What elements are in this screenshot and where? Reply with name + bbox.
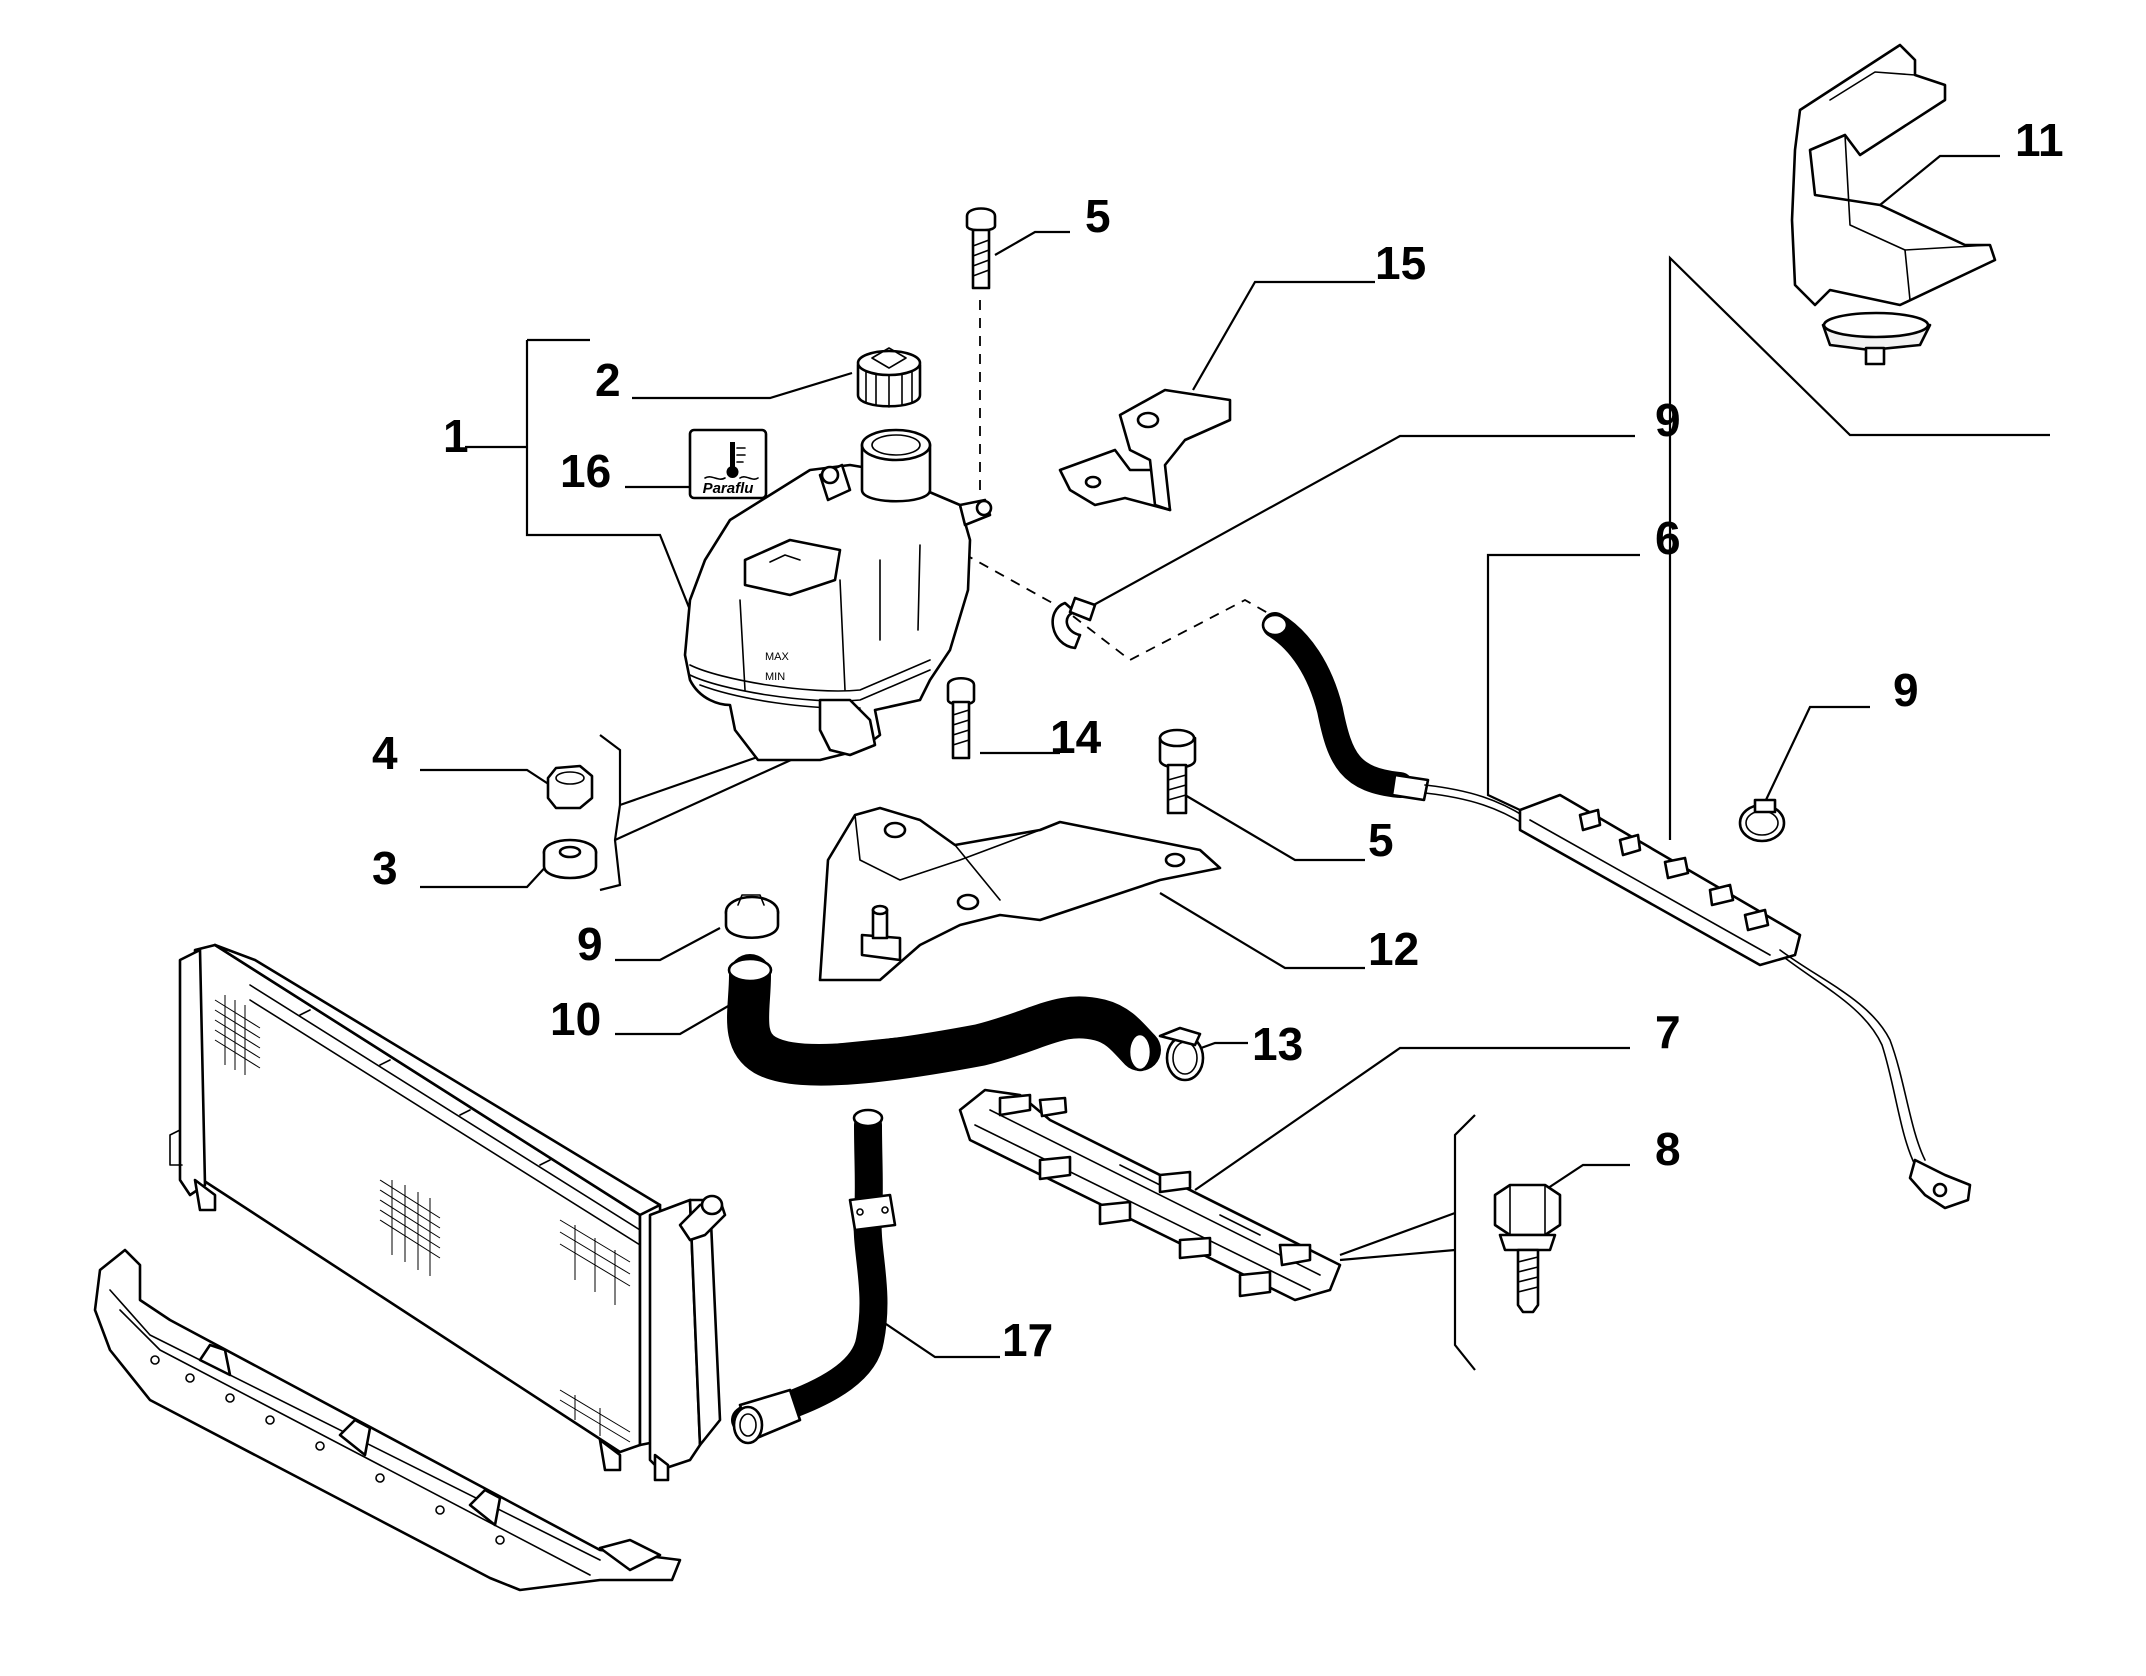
- part-9-clamp-c: [724, 894, 780, 940]
- part-4-nut: [546, 764, 594, 810]
- leader-lines: [420, 154, 2050, 1371]
- callout-13: 13: [1252, 1018, 1303, 1070]
- leader-11b: [1879, 154, 2000, 206]
- part-14-bolt: [946, 676, 976, 760]
- part-9-clamp-b: [1738, 798, 1786, 843]
- callout-10: 10: [550, 993, 601, 1045]
- leader-8-to-rail: [1339, 1211, 1456, 1262]
- leader-1: [465, 338, 692, 611]
- part-11-clip: [1790, 43, 1997, 366]
- leader-10: [615, 1004, 731, 1036]
- callout-9-right: 9: [1893, 664, 1919, 716]
- callout-9-top: 9: [1655, 394, 1681, 446]
- part-5-bolt-top: [965, 207, 997, 290]
- leader-7: [1194, 1046, 1630, 1191]
- part-3-washer: [542, 838, 598, 880]
- leader-9b: [1764, 705, 1870, 803]
- callout-12: 12: [1368, 923, 1419, 975]
- leader-9c: [615, 927, 721, 962]
- callout-4: 4: [372, 727, 398, 779]
- callout-17: 17: [1002, 1314, 1053, 1366]
- part-16-paraflu-badge: Paraflu: [688, 428, 768, 500]
- part-13-clamp: [1158, 1026, 1205, 1082]
- callout-11: 11: [2015, 114, 2064, 166]
- callout-1: 1: [443, 410, 469, 462]
- part-1-expansion-tank: MAX MIN: [683, 428, 993, 762]
- leader-4-3-bracket: [599, 734, 622, 892]
- leader-17: [879, 1319, 1000, 1359]
- part-10-hose: [727, 954, 1161, 1086]
- part-17-hose: [731, 1108, 897, 1445]
- leader-9a: [1089, 434, 1635, 608]
- callout-5-top: 5: [1085, 190, 1111, 242]
- radiator-core-hatch: [214, 995, 631, 1443]
- tank-min-mark: MIN: [765, 671, 785, 683]
- callout-2: 2: [595, 354, 621, 406]
- part-12-mount-bracket: [818, 806, 1222, 982]
- leader-5b: [1184, 794, 1365, 862]
- part-8-bolt: [1493, 1183, 1562, 1314]
- callout-6: 6: [1655, 512, 1681, 564]
- leader-5a: [994, 230, 1070, 256]
- part-9-clamp-a: [1051, 596, 1097, 650]
- callout-8: 8: [1655, 1123, 1681, 1175]
- part-6-hose-and-sensor: [1261, 612, 1972, 1210]
- leader-3: [420, 861, 551, 889]
- leader-6: [1486, 553, 1640, 811]
- callout-9-left: 9: [577, 918, 603, 970]
- callout-14: 14: [1050, 711, 1102, 763]
- callout-labels: 1 2 3 4 5 5 6 7 8 9 9 9 10 11 12 13 14 1…: [372, 114, 2064, 1366]
- callout-5-middle: 5: [1368, 814, 1394, 866]
- callout-15: 15: [1375, 237, 1426, 289]
- leader-15: [1192, 280, 1375, 391]
- part-5-bolt-middle: [1158, 728, 1197, 815]
- callout-16: 16: [560, 445, 611, 497]
- leader-4: [420, 768, 551, 786]
- leader-11: [1668, 255, 2050, 840]
- part-7-rail: [958, 1088, 1342, 1302]
- leader-12: [1159, 892, 1365, 970]
- part-2-cap: [856, 347, 922, 408]
- leader-2: [632, 371, 853, 400]
- part-15-bracket: [1058, 388, 1232, 512]
- paraflu-label: Paraflu: [703, 480, 754, 497]
- radiator: [169, 943, 727, 1482]
- radiator-cross-member: [93, 1248, 682, 1592]
- callout-3: 3: [372, 842, 398, 894]
- leader-8-bracket: [1453, 1114, 1476, 1371]
- callout-7: 7: [1655, 1006, 1681, 1058]
- tank-max-mark: MAX: [765, 651, 790, 663]
